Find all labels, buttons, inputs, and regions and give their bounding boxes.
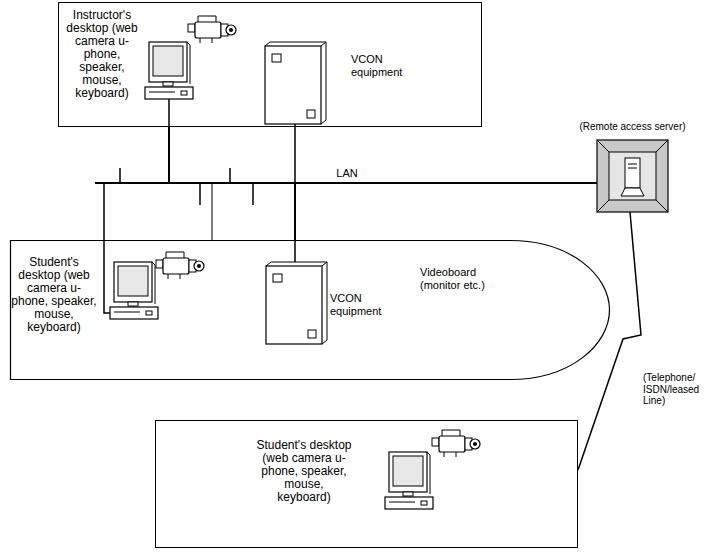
edge-label: (Telephone/ ISDN/leased Line) <box>643 372 707 407</box>
computer-icon <box>110 262 158 319</box>
text-slot: Instructor's desktop (web camera u-phone… <box>61 9 143 100</box>
remote-box: Student's desktop (web camera u-phone, s… <box>155 420 578 548</box>
region-border <box>11 241 610 380</box>
camera-icon <box>432 430 480 457</box>
lan-line <box>295 183 597 240</box>
lan-bus <box>95 182 170 184</box>
vcon-unit <box>266 262 327 344</box>
text-slot: VCON equipment <box>330 292 396 317</box>
lan-line <box>169 127 597 183</box>
server-node: (Remote access server) <box>597 140 668 212</box>
camera-icon <box>188 16 236 43</box>
classroom-region: Student's desktop (web camera u-phone, s… <box>10 240 610 380</box>
equipment-label: VCON equipment <box>351 53 417 78</box>
computer-icon <box>385 452 433 509</box>
text-slot: (Remote access server) <box>572 121 693 133</box>
edge-label-slot: LAN <box>330 167 364 180</box>
room-box: Instructor's desktop (web camera u-phone… <box>58 2 482 127</box>
server-icon <box>597 140 668 212</box>
equipment-label: VCON equipment <box>330 292 396 317</box>
computer-icon <box>145 42 193 99</box>
telephone-link <box>578 212 641 470</box>
camera-icon <box>156 252 204 279</box>
desktop-label: Student's desktop (web camera u-phone, s… <box>10 256 98 334</box>
desktop-label: Instructor's desktop (web camera u-phone… <box>61 9 143 100</box>
text-slot: Student's desktop (web camera u-phone, s… <box>256 439 352 504</box>
region-outline <box>10 240 610 380</box>
edge-label: LAN <box>330 167 364 180</box>
text-slot: Student's desktop (web camera u-phone, s… <box>10 256 98 334</box>
edge-label-slot: (Telephone/ ISDN/leased Line) <box>643 372 707 407</box>
text-slot: Videoboard (monitor etc.) <box>420 266 508 291</box>
equipment-label: Videoboard (monitor etc.) <box>420 266 508 291</box>
text-slot: VCON equipment <box>351 53 417 78</box>
vcon-unit <box>265 42 326 124</box>
desktop-label: Student's desktop (web camera u-phone, s… <box>256 439 352 504</box>
desktop-label: (Remote access server) <box>572 121 693 133</box>
lan-taps <box>120 168 253 240</box>
